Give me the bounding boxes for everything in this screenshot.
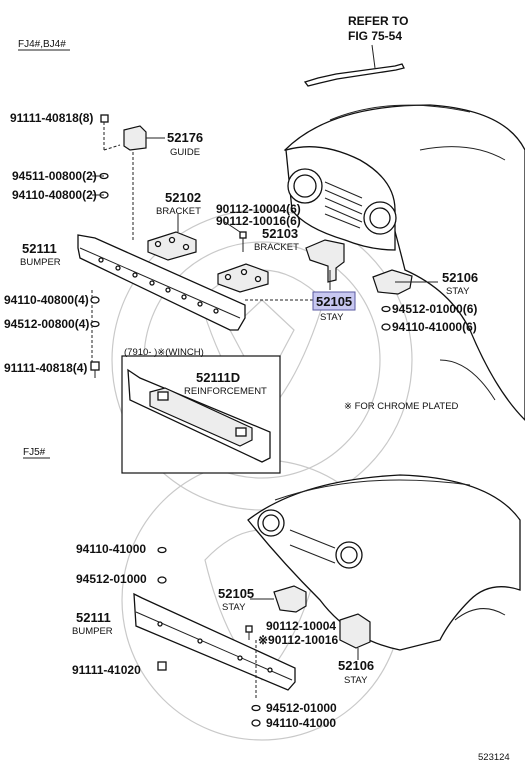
- label-52111: 52111: [22, 241, 57, 256]
- label-90112-10016: 90112-10016(6): [216, 214, 301, 228]
- label-94110-41000-top: 94110-41000(6): [392, 320, 477, 334]
- label-52103-name: BRACKET: [254, 242, 299, 253]
- label-52111-bottom-name: BUMPER: [72, 626, 113, 637]
- hardware-stack-low: [90, 296, 100, 378]
- stay-52105-bottom: [250, 585, 307, 613]
- label-94511-00800: 94511-00800(2): [12, 169, 97, 183]
- section-header-top: FJ4#,BJ4#: [18, 39, 66, 50]
- label-94110-41000-bl: 94110-41000: [76, 542, 146, 556]
- label-91111-40818-low: 91111-40818(4): [4, 361, 87, 375]
- hardware-bottom-right: [245, 625, 261, 727]
- label-52111-bottom: 52111: [76, 610, 111, 625]
- label-52111d: 52111D: [196, 370, 240, 385]
- label-94512-00800: 94512-00800(4): [4, 317, 89, 331]
- reinforcement-52111d: [127, 368, 271, 463]
- label-52105-bottom-name: STAY: [222, 602, 246, 613]
- hardware-stack-top: [92, 114, 134, 240]
- refer-line2: FIG 75-54: [348, 29, 402, 43]
- label-90112-10004-bottom: 90112-10004: [266, 619, 336, 633]
- stay-52106-top: [372, 269, 438, 295]
- bumper-52111-bottom: [133, 592, 296, 691]
- stay-52105-top: [305, 239, 345, 290]
- label-91111-41020: 91111-41020: [72, 663, 141, 677]
- bracket-52103: [217, 263, 269, 293]
- label-90112-10016-bottom: ※90112-10016: [258, 633, 338, 647]
- label-94110-40800-low: 94110-40800(4): [4, 293, 89, 307]
- label-94512-01000-top: 94512-01000(6): [392, 302, 477, 316]
- stay-52106-bottom: [339, 613, 371, 660]
- vehicle-front-bottom: [247, 474, 521, 651]
- label-52106: 52106: [442, 270, 478, 285]
- label-52106-bottom-name: STAY: [344, 675, 368, 686]
- guide-52176: [123, 125, 165, 151]
- vehicle-front-top: [283, 104, 525, 421]
- winch-header: (7910- )※(WINCH): [124, 347, 204, 358]
- label-94110-40800-top: 94110-40800(2): [12, 188, 97, 202]
- label-94512-01000-bl: 94512-01000: [76, 572, 147, 586]
- label-52105-bottom: 52105: [218, 586, 254, 601]
- label-52111-name: BUMPER: [20, 257, 61, 268]
- label-52105-name: STAY: [320, 312, 344, 323]
- highlight-52105: [312, 291, 356, 311]
- label-94512-01000-br: 94512-01000: [266, 701, 337, 715]
- label-52102-name: BRACKET: [156, 206, 201, 217]
- hardware-bottom-left: [157, 546, 167, 671]
- bumper-52111-top: [77, 234, 320, 365]
- chrome-note: ※ FOR CHROME PLATED: [344, 401, 459, 412]
- bracket-52102: [147, 214, 197, 261]
- label-94110-41000-br: 94110-41000: [266, 716, 336, 730]
- label-52176-name: GUIDE: [170, 147, 200, 158]
- section-header-bottom: FJ5#: [23, 447, 46, 458]
- washers-top-right: [381, 305, 391, 331]
- label-52106-name: STAY: [446, 286, 470, 297]
- label-52103: 52103: [262, 226, 298, 241]
- label-90112-10004: 90112-10004(6): [216, 202, 301, 216]
- label-91111-40818-top: 91111-40818(8): [10, 111, 93, 125]
- label-52102: 52102: [165, 190, 201, 205]
- bolt-90112-top: [224, 221, 247, 252]
- refer-line1: REFER TO: [348, 14, 408, 28]
- figure-number: 523124: [478, 752, 510, 763]
- refer-rod: [303, 44, 405, 87]
- label-52105: 52105: [316, 294, 352, 309]
- label-52106-bottom: 52106: [338, 658, 374, 673]
- label-52111d-name: REINFORCEMENT: [184, 386, 267, 397]
- label-52176: 52176: [167, 130, 203, 145]
